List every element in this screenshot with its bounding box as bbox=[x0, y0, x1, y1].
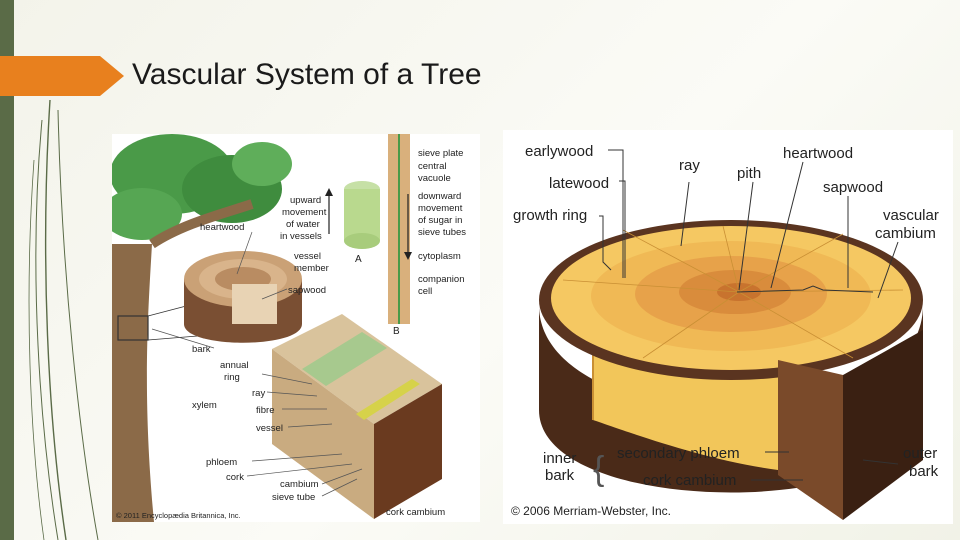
label-of-water: of water bbox=[286, 219, 320, 230]
tree-cross-section-figure: sieve plate central vacuole upward movem… bbox=[102, 134, 480, 522]
wood-block-section bbox=[272, 314, 442, 519]
label-cytoplasm: cytoplasm bbox=[418, 251, 461, 262]
vessel-cylinder bbox=[325, 181, 380, 249]
label-earlywood: earlywood bbox=[525, 143, 593, 160]
decorative-lines bbox=[28, 99, 99, 540]
label-cork-cambium: cork cambium bbox=[386, 507, 445, 518]
label-phloem: phloem bbox=[206, 457, 237, 468]
log-section-figure: earlywood ray heartwood latewood pith sa… bbox=[503, 130, 953, 524]
label-downward: downward bbox=[418, 191, 461, 202]
label-latewood: latewood bbox=[549, 175, 609, 192]
label-inner: inner bbox=[543, 450, 576, 467]
label-cork: cork bbox=[226, 472, 244, 483]
label-sieve-plate: sieve plate bbox=[418, 148, 463, 159]
label-ring: ring bbox=[224, 372, 240, 383]
copyright-merriam-webster: © 2006 Merriam-Webster, Inc. bbox=[511, 504, 671, 518]
log-cross-section bbox=[184, 251, 302, 343]
side-accent-bar bbox=[0, 0, 14, 540]
label-sapwood: sapwood bbox=[823, 179, 883, 196]
label-companion: companion bbox=[418, 274, 464, 285]
label-ray: ray bbox=[252, 388, 265, 399]
tree-foliage bbox=[102, 134, 292, 240]
copyright-britannica: © 2011 Encyclopædia Britannica, Inc. bbox=[116, 511, 241, 520]
label-xylem: xylem bbox=[192, 400, 217, 411]
label-central: central bbox=[418, 161, 447, 172]
label-cell: cell bbox=[418, 286, 432, 297]
slide-title: Vascular System of a Tree bbox=[132, 58, 482, 91]
label-pith: pith bbox=[737, 165, 761, 182]
label-bark: bark bbox=[192, 344, 211, 355]
label-outer-bark: bark bbox=[909, 463, 939, 480]
trunk-highlight-box bbox=[117, 315, 149, 341]
label-upward: upward bbox=[290, 195, 321, 206]
label-cambium: cambium bbox=[280, 479, 319, 490]
label-cambium: cambium bbox=[875, 225, 936, 242]
label-sieve-tubes: sieve tubes bbox=[418, 227, 466, 238]
label-vascular: vascular bbox=[883, 207, 939, 224]
label-member: member bbox=[294, 263, 329, 274]
label-growth-ring: growth ring bbox=[513, 207, 587, 224]
log-body bbox=[539, 220, 923, 520]
label-vacuole: vacuole bbox=[418, 173, 451, 184]
label-in-vessels: in vessels bbox=[280, 231, 322, 242]
label-ray: ray bbox=[679, 157, 700, 174]
label-of-sugar: of sugar in bbox=[418, 215, 462, 226]
label-downward-movement: movement bbox=[418, 203, 463, 214]
label-sapwood: sapwood bbox=[288, 285, 326, 296]
label-inner-bark: bark bbox=[545, 467, 575, 484]
tree-trunk bbox=[112, 244, 154, 522]
label-vessel-lower: vessel bbox=[256, 423, 283, 434]
label-cork-cambium: cork cambium bbox=[643, 472, 736, 489]
label-heartwood: heartwood bbox=[783, 145, 853, 162]
label-annual: annual bbox=[220, 360, 249, 371]
label-heartwood: heartwood bbox=[200, 222, 244, 233]
label-fibre: fibre bbox=[256, 405, 274, 416]
title-arrow-shape bbox=[0, 56, 124, 96]
marker-b: B bbox=[393, 326, 400, 337]
inner-bark-brace: { bbox=[593, 450, 604, 488]
label-sieve-tube: sieve tube bbox=[272, 492, 315, 503]
label-vessel: vessel bbox=[294, 251, 321, 262]
label-secondary-phloem: secondary phloem bbox=[617, 445, 740, 462]
label-upward-movement: movement bbox=[282, 207, 327, 218]
marker-a: A bbox=[355, 254, 362, 265]
sieve-tube-strip bbox=[388, 134, 412, 324]
label-outer: outer bbox=[903, 445, 937, 462]
